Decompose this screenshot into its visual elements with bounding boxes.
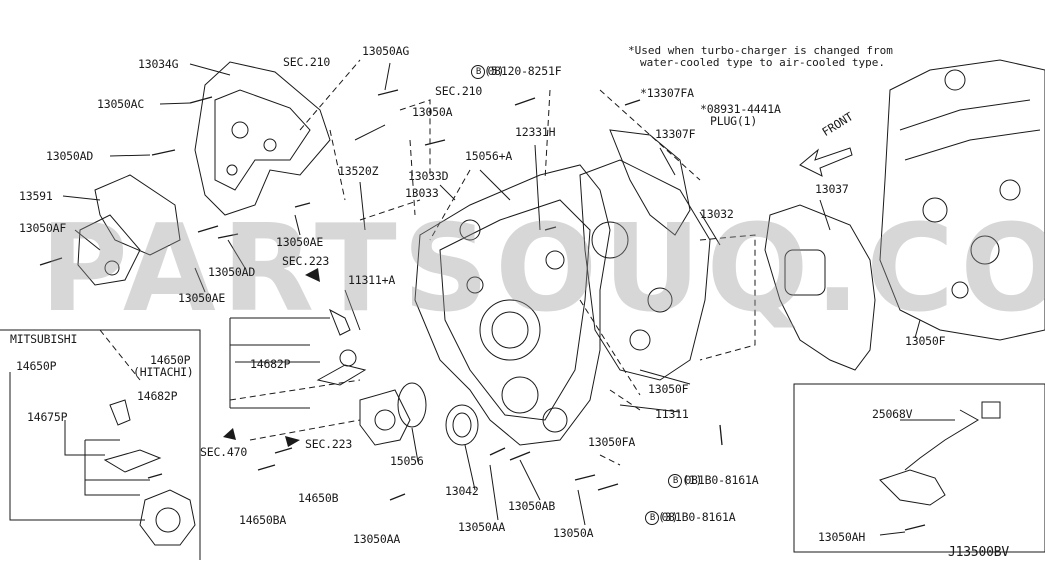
- label-14650BA[interactable]: 14650BA: [239, 513, 287, 527]
- label-13034G[interactable]: 13034G: [138, 57, 179, 71]
- label-13050AD-a[interactable]: 13050AD: [46, 149, 94, 163]
- label-13050AG[interactable]: 13050AG: [362, 44, 410, 58]
- bolt-ref-2-code: 081B0-8161A: [684, 473, 759, 487]
- label-plug[interactable]: PLUG(1): [710, 114, 758, 128]
- badge-icon: B: [471, 65, 486, 79]
- label-13591[interactable]: 13591: [19, 189, 53, 203]
- bolt-ref-3-code: 081B0-8161A: [661, 510, 736, 524]
- upper-timing-cover: [194, 61, 331, 216]
- label-14682P-mitsubishi[interactable]: 14682P: [137, 389, 178, 403]
- front-cover-13500: [414, 164, 611, 446]
- engine-block: [879, 59, 1045, 341]
- label-sec210-a[interactable]: SEC.210: [283, 55, 331, 69]
- sensor-25068V: [904, 409, 979, 471]
- label-13050AA-a[interactable]: 13050AA: [458, 520, 506, 534]
- label-13050AB[interactable]: 13050AB: [508, 499, 556, 513]
- front-arrow: [799, 147, 853, 177]
- seal-13042: [445, 404, 479, 446]
- label-13050F-a[interactable]: 13050F: [905, 334, 946, 348]
- label-13050AF[interactable]: 13050AF: [19, 221, 67, 235]
- gasket-13032: [579, 159, 711, 381]
- bolt-ref-1-code: 08120-8251F: [487, 64, 562, 78]
- mitsubishi-panel: [0, 329, 201, 560]
- badge-icon: B: [645, 511, 660, 525]
- label-13307FA[interactable]: *13307FA: [640, 86, 694, 100]
- label-13050AA-b[interactable]: 13050AA: [353, 532, 401, 546]
- label-13050AC[interactable]: 13050AC: [97, 97, 145, 111]
- gasket-13037: [764, 204, 876, 371]
- label-13037[interactable]: 13037: [815, 182, 849, 196]
- sensor-panel: [793, 383, 1045, 553]
- note-line-2: water-cooled type to air-cooled type.: [640, 56, 886, 69]
- label-14682P-hitachi[interactable]: 14682P: [250, 357, 291, 371]
- label-11311A[interactable]: 11311+A: [348, 273, 396, 287]
- label-13050AD-b[interactable]: 13050AD: [208, 265, 256, 279]
- label-08931[interactable]: *08931-4441A: [700, 102, 781, 116]
- bolt-ref-2-qty: (1): [682, 473, 703, 487]
- label-13307F[interactable]: 13307F: [655, 127, 696, 141]
- label-13033[interactable]: 13033: [405, 186, 439, 200]
- label-sec223-b[interactable]: SEC.223: [305, 437, 353, 451]
- label-11311[interactable]: 11311: [655, 407, 689, 421]
- label-25068V[interactable]: 25068V: [872, 407, 913, 421]
- label-14675P[interactable]: 14675P: [27, 410, 68, 424]
- label-13050A-b[interactable]: 13050A: [553, 526, 594, 540]
- label-13050F-b[interactable]: 13050F: [648, 382, 689, 396]
- label-14650P-hitachi[interactable]: 14650P: [150, 353, 191, 367]
- label-hitachi: (HITACHI): [133, 365, 194, 379]
- diagram-id: J13500BV: [948, 545, 1010, 560]
- watermark: PARTSOUQ.COM: [40, 200, 1045, 339]
- badge-icon: B: [668, 474, 683, 488]
- note-line-1: *Used when turbo-charger is changed from: [628, 44, 893, 57]
- label-15056A[interactable]: 15056+A: [465, 149, 513, 163]
- label-sec210-b[interactable]: SEC.210: [435, 84, 483, 98]
- label-13050AE-b[interactable]: 13050AE: [276, 235, 324, 249]
- label-13032[interactable]: 13032: [700, 207, 734, 221]
- o-ring-15056: [397, 382, 427, 428]
- label-mitsubishi: MITSUBISHI: [10, 332, 78, 346]
- label-13050AE-a[interactable]: 13050AE: [178, 291, 226, 305]
- label-15056[interactable]: 15056: [390, 454, 424, 468]
- solenoid-valve: [359, 389, 411, 446]
- label-13520Z[interactable]: 13520Z: [338, 164, 379, 178]
- label-14650P-mitsubishi[interactable]: 14650P: [16, 359, 57, 373]
- label-13050AH[interactable]: 13050AH: [818, 530, 866, 544]
- bolt-ref-3-qty: (3): [658, 510, 679, 524]
- label-sec223-a[interactable]: SEC.223: [282, 254, 330, 268]
- label-sec470[interactable]: SEC.470: [200, 445, 248, 459]
- label-12331H[interactable]: 12331H: [515, 125, 556, 139]
- vtc-pulley: [139, 489, 196, 546]
- label-13042[interactable]: 13042: [445, 484, 479, 498]
- label-14650B[interactable]: 14650B: [298, 491, 339, 505]
- label-13050A-a[interactable]: 13050A: [412, 105, 453, 119]
- label-13033D[interactable]: 13033D: [408, 169, 449, 183]
- label-13050FA[interactable]: 13050FA: [588, 435, 636, 449]
- bolt-ref-1-qty: (5): [484, 64, 505, 78]
